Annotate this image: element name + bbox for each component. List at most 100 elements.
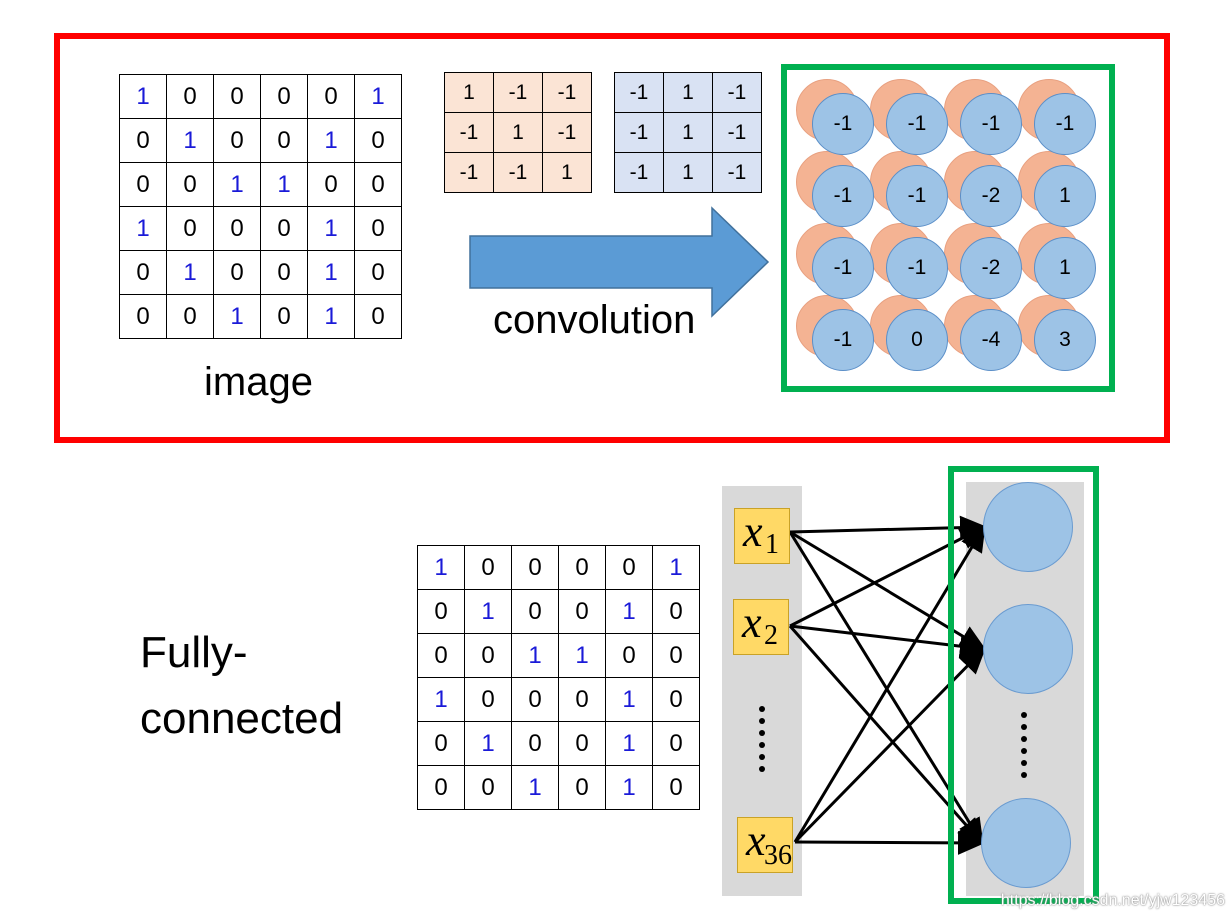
matrix-cell: 0 <box>166 294 214 339</box>
convolution-caption: convolution <box>493 298 696 342</box>
feature-map-1-value: -1 <box>886 165 948 227</box>
input-sub: 36 <box>764 840 792 871</box>
matrix-cell: -1 <box>712 152 762 193</box>
matrix-cell: 0 <box>652 721 700 766</box>
matrix-cell: 0 <box>166 162 214 207</box>
matrix-cell: 0 <box>354 294 402 339</box>
matrix-cell: 1 <box>119 206 167 251</box>
matrix-cell: 1 <box>663 72 713 113</box>
matrix-cell: 0 <box>354 206 402 251</box>
feature-map-1-value: -1 <box>1034 93 1096 155</box>
feature-map-1-value: -2 <box>960 165 1022 227</box>
matrix-cell: 1 <box>605 721 653 766</box>
convolution-arrow <box>469 206 770 318</box>
feature-map-1-value: -1 <box>812 93 874 155</box>
feature-map-1-value: -1 <box>960 93 1022 155</box>
matrix-cell: 0 <box>354 162 402 207</box>
matrix-cell: -1 <box>614 152 664 193</box>
matrix-cell: 0 <box>511 677 559 722</box>
matrix-cell: 0 <box>417 589 465 634</box>
feature-map-1-value: 1 <box>1034 165 1096 227</box>
matrix-cell: 0 <box>605 545 653 590</box>
matrix-cell: 0 <box>511 589 559 634</box>
feature-map-1-value: -1 <box>812 237 874 299</box>
matrix-cell: 1 <box>464 721 512 766</box>
feature-map-1-value: 1 <box>1034 237 1096 299</box>
matrix-cell: 1 <box>542 152 592 193</box>
input-sub: 2 <box>764 620 778 651</box>
matrix-cell: 0 <box>213 250 261 295</box>
matrix-cell: 1 <box>166 250 214 295</box>
matrix-cell: 1 <box>213 162 261 207</box>
matrix-cell: 0 <box>119 294 167 339</box>
feature-map-1-value: -1 <box>812 165 874 227</box>
matrix-cell: 1 <box>652 545 700 590</box>
watermark: https://blog.csdn.net/yjw123456 <box>1000 892 1225 909</box>
matrix-cell: 0 <box>213 118 261 163</box>
matrix-cell: 0 <box>464 545 512 590</box>
feature-map-1-value: 0 <box>886 309 948 371</box>
matrix-cell: 0 <box>354 250 402 295</box>
matrix-cell: 1 <box>417 677 465 722</box>
hidden-neuron-3 <box>981 798 1071 888</box>
matrix-cell: 0 <box>260 294 308 339</box>
matrix-cell: 0 <box>166 74 214 119</box>
image-caption: image <box>204 360 313 404</box>
matrix-cell: 0 <box>260 206 308 251</box>
input-node-x1: x 1 <box>734 507 790 564</box>
matrix-row: 1-1-1 <box>444 72 592 113</box>
matrix-cell: 0 <box>558 545 606 590</box>
matrix-cell: 1 <box>558 633 606 678</box>
hidden-neuron-1 <box>983 482 1073 572</box>
matrix-cell: 0 <box>652 633 700 678</box>
matrix-cell: 1 <box>307 250 355 295</box>
matrix-cell: 0 <box>652 589 700 634</box>
matrix-cell: 1 <box>493 112 543 153</box>
matrix-cell: -1 <box>614 72 664 113</box>
matrix-cell: 0 <box>605 633 653 678</box>
feature-map-1-value: 3 <box>1034 309 1096 371</box>
input-var: x <box>743 507 763 556</box>
fc-title-line2: connected <box>140 694 344 743</box>
matrix-cell: 1 <box>307 294 355 339</box>
feature-map-1-value: -2 <box>960 237 1022 299</box>
hidden-neuron-2 <box>983 604 1073 694</box>
feature-map-frame <box>781 64 1115 392</box>
matrix-cell: 1 <box>354 74 402 119</box>
input-ellipsis <box>759 706 765 778</box>
feature-map-1-value: -1 <box>886 93 948 155</box>
matrix-cell: 0 <box>652 765 700 810</box>
input-var: x <box>746 816 766 865</box>
feature-map-1-value: -1 <box>812 309 874 371</box>
matrix-cell: 0 <box>558 765 606 810</box>
matrix-cell: 0 <box>213 206 261 251</box>
matrix-cell: 0 <box>511 721 559 766</box>
output-ellipsis <box>1021 712 1027 784</box>
matrix-cell: -1 <box>444 152 494 193</box>
output-frame <box>948 466 1099 904</box>
matrix-cell: 0 <box>417 765 465 810</box>
feature-map-1-value: -4 <box>960 309 1022 371</box>
matrix-cell: 0 <box>260 250 308 295</box>
matrix-cell: 1 <box>605 765 653 810</box>
matrix-cell: -1 <box>712 72 762 113</box>
matrix-cell: 0 <box>119 162 167 207</box>
